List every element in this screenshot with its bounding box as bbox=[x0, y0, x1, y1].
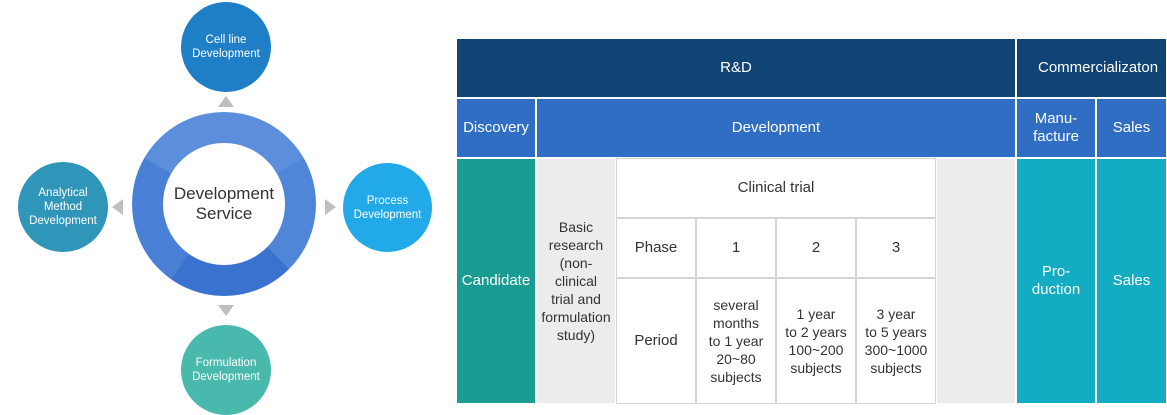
arrow-down-icon bbox=[218, 305, 234, 316]
period-1-line: subjects bbox=[710, 369, 762, 385]
node-label-line: Development bbox=[192, 371, 260, 383]
cell-clinical-trial: Clinical trial bbox=[616, 158, 936, 218]
cell-production: Pro- duction bbox=[1016, 158, 1096, 404]
cell-period-1: several months to 1 year 20~80 subjects bbox=[696, 278, 776, 404]
node-process-development: Process Development bbox=[343, 163, 432, 252]
sales-label: Sales bbox=[1112, 272, 1151, 289]
candidate-label: Candidate bbox=[461, 272, 531, 289]
cell-phase-1: 1 bbox=[696, 218, 776, 278]
development-service-diagram: Development Service Cell line Developmen… bbox=[0, 0, 450, 415]
node-cell-line-development: Cell line Development bbox=[181, 2, 271, 92]
period-1-line: several bbox=[713, 297, 759, 313]
arrow-up-icon bbox=[218, 96, 234, 107]
node-analytical-method-development: Analytical Method Development bbox=[18, 162, 108, 252]
node-label-line: Development bbox=[29, 215, 97, 227]
period-1-line: to 1 year bbox=[708, 333, 764, 349]
clinical-trial-label: Clinical trial bbox=[737, 179, 815, 196]
header-sales: Sales bbox=[1096, 98, 1167, 158]
cell-phase-label: Phase bbox=[616, 218, 696, 278]
header-sales-label: Sales bbox=[1112, 119, 1151, 136]
header-discovery-label: Discovery bbox=[463, 119, 529, 136]
cell-phase-3: 3 bbox=[856, 218, 936, 278]
arrow-left-icon bbox=[112, 199, 123, 215]
header-manufacture-line: Manu- bbox=[1034, 110, 1078, 127]
period-3-line: subjects bbox=[870, 360, 922, 376]
header-development-label: Development bbox=[731, 119, 821, 136]
header-commercialization: Commercializaton bbox=[1016, 38, 1167, 98]
basic-research-line: study) bbox=[556, 327, 596, 343]
basic-research-line: clinical bbox=[554, 273, 597, 289]
period-3-line: to 5 years bbox=[865, 324, 927, 340]
cell-empty-grey bbox=[936, 158, 1016, 404]
node-label-line: Development bbox=[192, 48, 260, 60]
header-manufacture: Manu- facture bbox=[1016, 98, 1096, 158]
cell-phase-2: 2 bbox=[776, 218, 856, 278]
basic-research-line: trial and bbox=[551, 291, 601, 307]
arrow-right-icon bbox=[325, 199, 336, 215]
node-label-line: Cell line bbox=[205, 34, 247, 46]
node-label-line: Process bbox=[366, 194, 409, 207]
phase-number: 3 bbox=[891, 239, 901, 256]
basic-research-line: Basic bbox=[558, 219, 594, 235]
node-label-line: Analytical bbox=[38, 187, 88, 199]
cell-candidate: Candidate bbox=[456, 158, 536, 404]
period-3-line: 3 year bbox=[876, 306, 916, 322]
header-commercialization-label: Commercializaton bbox=[1038, 59, 1159, 76]
period-2-line: to 2 years bbox=[785, 324, 847, 340]
cell-basic-research: Basic research (non- clinical trial and … bbox=[536, 158, 616, 404]
node-label-line: Method bbox=[43, 201, 83, 213]
cell-period-2: 1 year to 2 years 100~200 subjects bbox=[776, 278, 856, 404]
ring-center: Development Service bbox=[163, 143, 285, 265]
phase-label: Phase bbox=[634, 239, 678, 256]
period-2-line: subjects bbox=[790, 360, 842, 376]
header-rd-label: R&D bbox=[720, 59, 752, 76]
period-3-line: 300~1000 bbox=[864, 342, 928, 358]
header-rd: R&D bbox=[456, 38, 1016, 98]
cell-period-label: Period bbox=[616, 278, 696, 404]
basic-research-line: research bbox=[548, 237, 604, 253]
production-line: Pro- bbox=[1041, 263, 1071, 280]
header-manufacture-line: facture bbox=[1033, 128, 1079, 145]
cell-period-3: 3 year to 5 years 300~1000 subjects bbox=[856, 278, 936, 404]
center-label-line2: Service bbox=[195, 204, 253, 223]
basic-research-line: (non- bbox=[559, 255, 593, 271]
center-label-line1: Development bbox=[173, 184, 275, 203]
period-label: Period bbox=[634, 332, 678, 349]
node-label-line: Formulation bbox=[195, 357, 257, 369]
header-discovery: Discovery bbox=[456, 98, 536, 158]
cell-sales: Sales bbox=[1096, 158, 1167, 404]
development-process-table: R&D Commercializaton Discovery Developme… bbox=[456, 38, 1167, 404]
production-line: duction bbox=[1031, 281, 1081, 298]
period-1-line: 20~80 bbox=[716, 351, 756, 367]
period-1-line: months bbox=[713, 315, 759, 331]
header-development: Development bbox=[536, 98, 1016, 158]
basic-research-line: formulation bbox=[541, 309, 611, 325]
period-2-line: 1 year bbox=[796, 306, 836, 322]
phase-number: 1 bbox=[731, 239, 741, 256]
period-2-line: 100~200 bbox=[788, 342, 844, 358]
phase-number: 2 bbox=[811, 239, 821, 256]
node-formulation-development: Formulation Development bbox=[181, 325, 271, 415]
node-label-line: Development bbox=[353, 208, 422, 221]
development-service-ring: Development Service bbox=[132, 112, 316, 296]
